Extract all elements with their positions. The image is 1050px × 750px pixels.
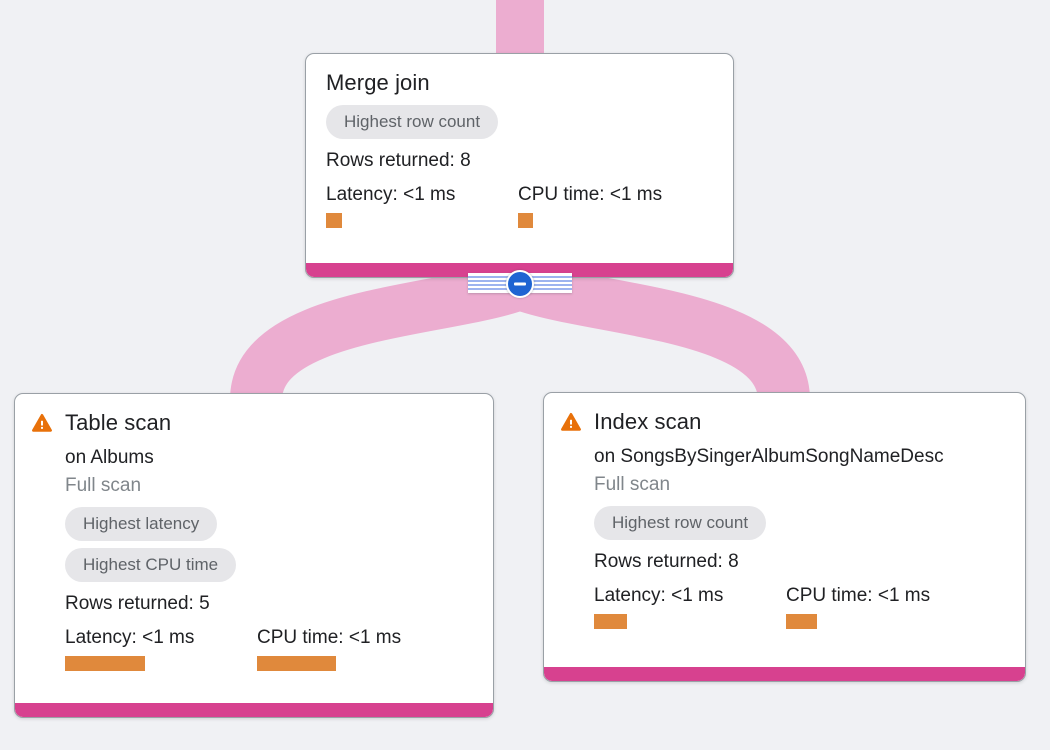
cpu-time-bar <box>257 656 336 671</box>
cpu-time-metric: CPU time: <1 ms <box>257 624 449 671</box>
node-accent-bar <box>544 667 1025 681</box>
cpu-time-label: CPU time: <1 ms <box>518 184 663 205</box>
latency-bar <box>326 213 342 228</box>
plan-node-index-scan[interactable]: Index scan on SongsBySingerAlbumSongName… <box>543 392 1026 682</box>
latency-metric: Latency: <1 ms <box>594 582 786 629</box>
latency-metric: Latency: <1 ms <box>326 181 518 228</box>
cpu-time-metric: CPU time: <1 ms <box>518 181 710 228</box>
collapse-button[interactable] <box>506 270 534 298</box>
rows-returned-text: Rows returned: 5 <box>65 593 210 614</box>
metrics-row: Latency: <1 ms CPU time: <1 ms <box>65 624 478 671</box>
cpu-time-metric: CPU time: <1 ms <box>786 582 978 629</box>
metrics-row: Latency: <1 ms CPU time: <1 ms <box>594 582 1010 629</box>
node-title: Table scan <box>65 410 172 435</box>
metrics-row: Latency: <1 ms CPU time: <1 ms <box>326 181 718 228</box>
highlight-chip-highest-latency: Highest latency <box>65 507 218 541</box>
highlight-chip-highest-row-count: Highest row count <box>594 506 767 540</box>
node-accent-bar <box>15 703 493 717</box>
plan-node-merge-join[interactable]: Merge join Highest row count Rows return… <box>305 53 734 278</box>
latency-label: Latency: <1 ms <box>65 627 195 648</box>
cpu-time-bar <box>786 614 817 629</box>
scan-type-text: Full scan <box>65 475 142 496</box>
edge-to-index-scan <box>510 259 810 403</box>
plan-node-table-scan[interactable]: Table scan on Albums Full scan Highest l… <box>14 393 494 718</box>
latency-bar <box>594 614 627 629</box>
warning-icon <box>561 412 581 431</box>
node-title: Merge join <box>326 70 430 95</box>
warning-icon <box>32 413 52 432</box>
highlight-chip-highest-row-count: Highest row count <box>326 105 499 139</box>
scan-type-text: Full scan <box>594 474 671 495</box>
latency-label: Latency: <1 ms <box>594 585 724 606</box>
root-edge <box>496 0 544 60</box>
rows-returned-text: Rows returned: 8 <box>594 551 739 572</box>
cpu-time-bar <box>518 213 533 228</box>
latency-label: Latency: <1 ms <box>326 184 456 205</box>
highlight-chip-highest-cpu-time: Highest CPU time <box>65 548 237 582</box>
node-subtitle: on SongsBySingerAlbumSongNameDesc <box>594 446 944 467</box>
node-title: Index scan <box>594 409 702 434</box>
minus-icon <box>514 282 526 286</box>
edge-to-table-scan <box>230 259 530 403</box>
latency-bar <box>65 656 145 671</box>
rows-returned-text: Rows returned: 8 <box>326 150 471 171</box>
cpu-time-label: CPU time: <1 ms <box>786 585 931 606</box>
cpu-time-label: CPU time: <1 ms <box>257 627 402 648</box>
latency-metric: Latency: <1 ms <box>65 624 257 671</box>
node-subtitle: on Albums <box>65 447 154 468</box>
